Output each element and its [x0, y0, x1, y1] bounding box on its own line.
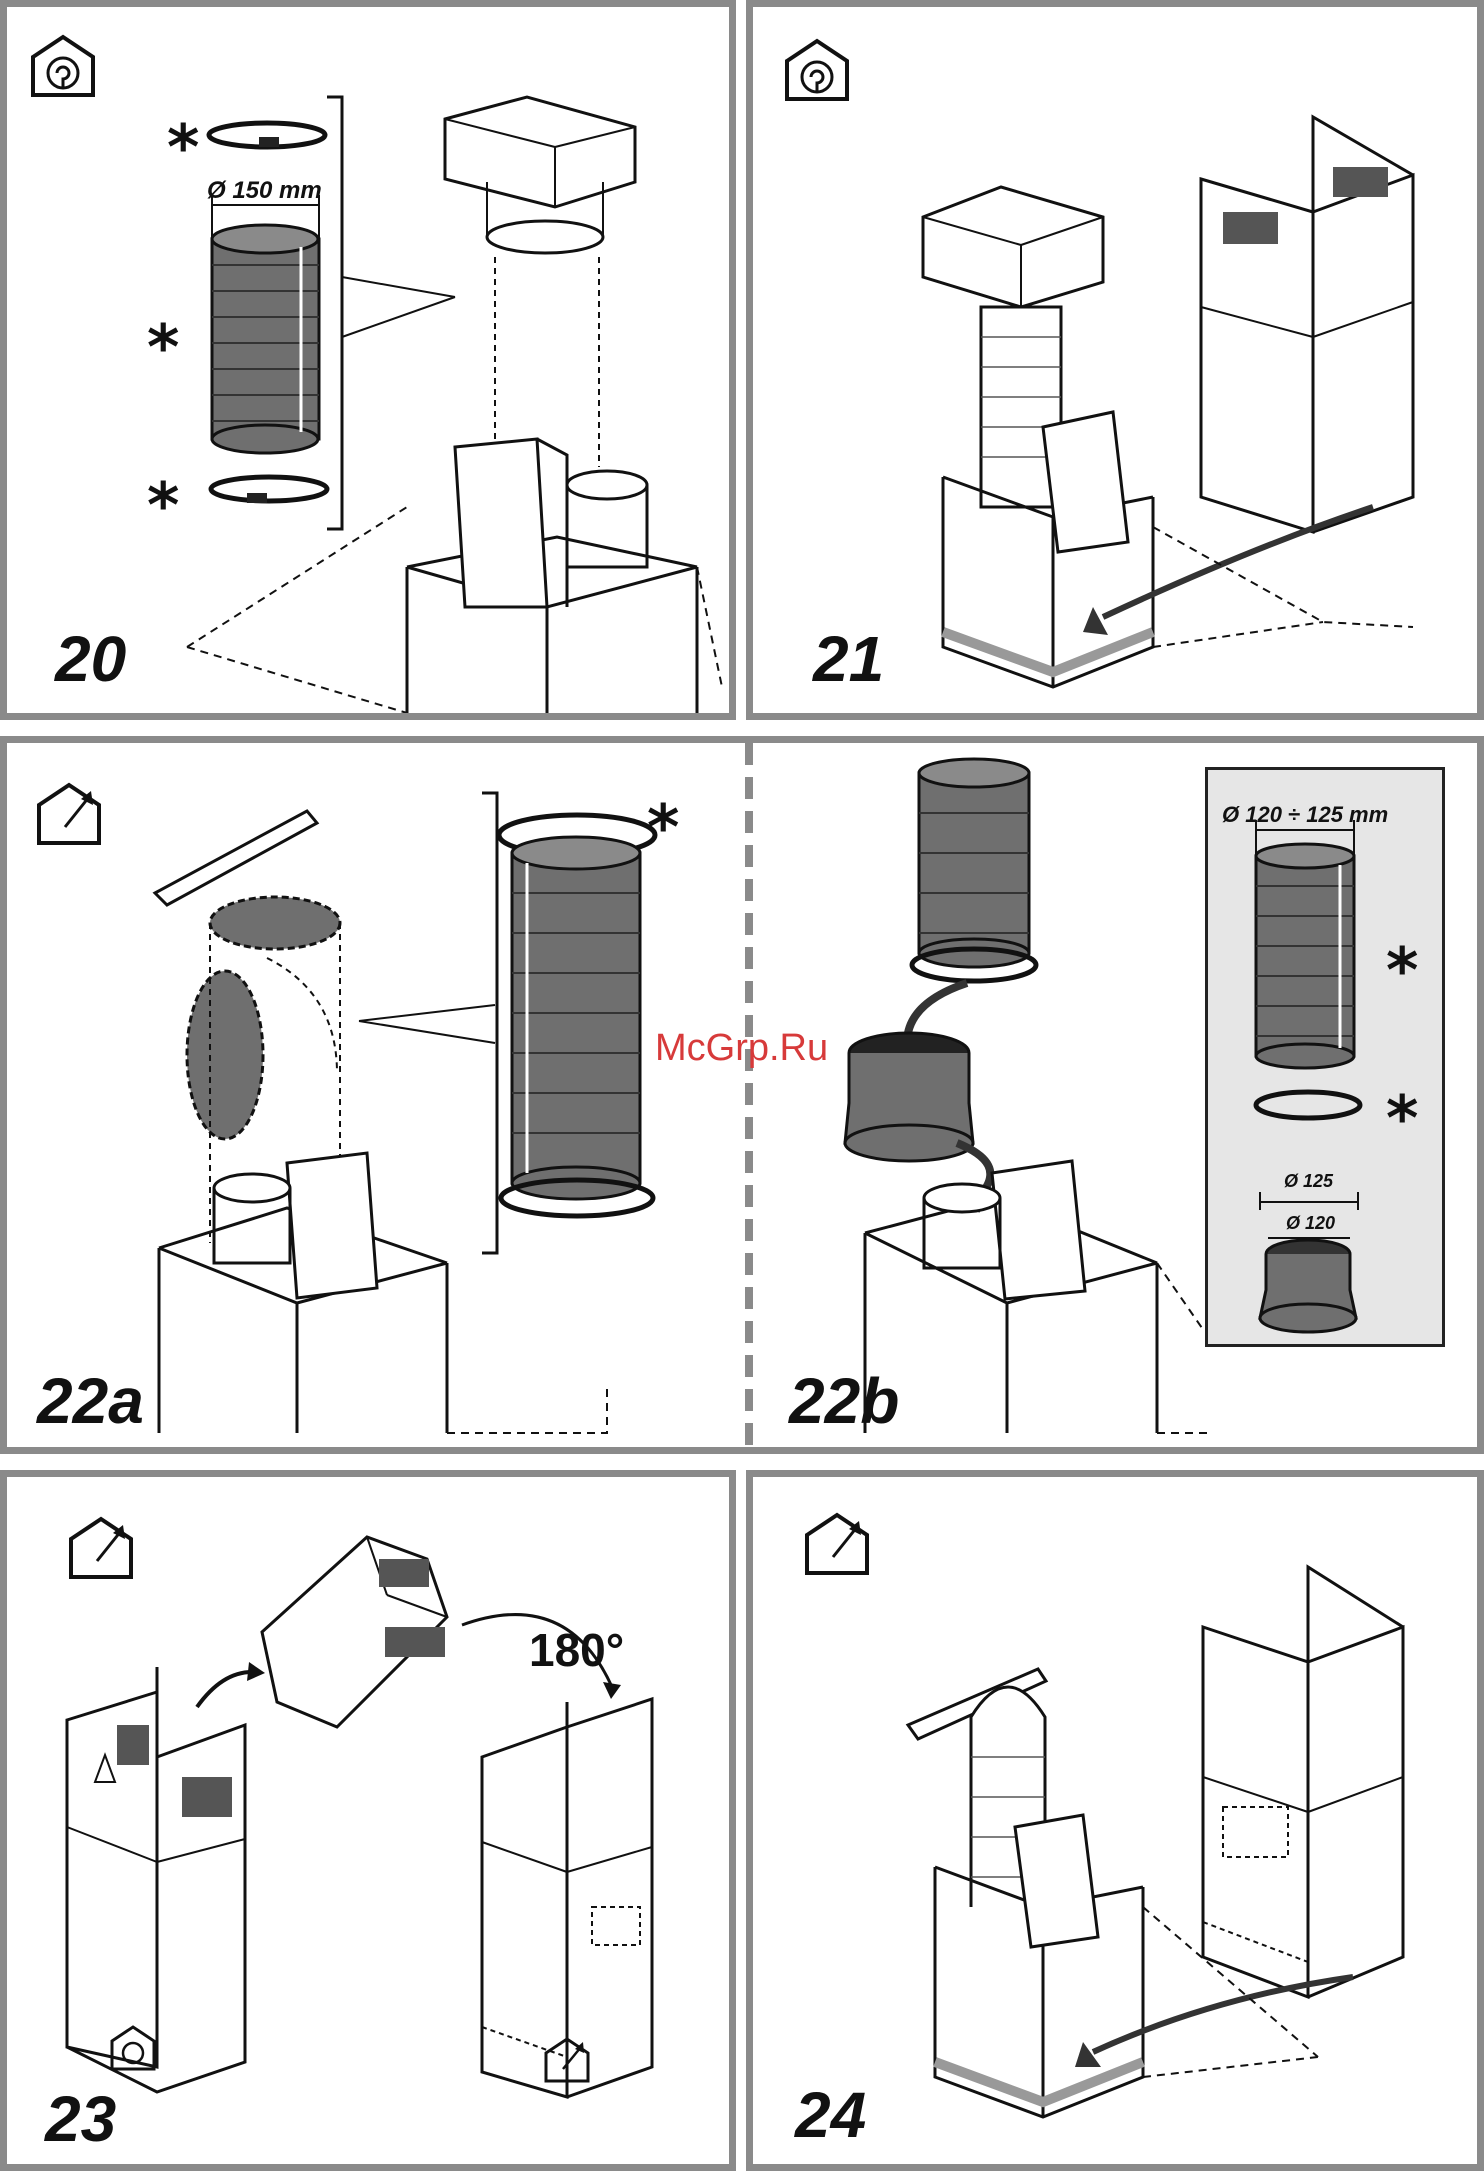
flexible-duct	[212, 225, 319, 453]
flexible-duct	[919, 759, 1029, 967]
exhaust-mode-icon	[807, 1515, 867, 1573]
reducer-adapter	[845, 1033, 973, 1161]
panel-step-24: 24	[746, 1470, 1484, 2171]
asterisk-mark: *	[647, 797, 679, 859]
panel-step-20: Ø 150 mm * * * 20	[0, 0, 736, 720]
duct-options-inset: Ø 120 ÷ 125 mm * * Ø 125 Ø 120	[1205, 767, 1445, 1347]
exhaust-mode-icon	[71, 1519, 131, 1577]
chimney-cover	[1201, 117, 1413, 532]
step-number: 23	[45, 2087, 116, 2151]
diameter-120-label: Ø 120	[1286, 1214, 1335, 1232]
duct-diameter-range-label: Ø 120 ÷ 125 mm	[1222, 804, 1388, 826]
step-number: 22b	[789, 1369, 899, 1433]
step-23-illustration	[7, 1477, 729, 2164]
step-number: 20	[55, 627, 126, 691]
rotation-angle-label: 180°	[529, 1627, 624, 1673]
asterisk-mark: *	[147, 317, 179, 379]
duct-diameter-label: Ø 150 mm	[207, 179, 322, 203]
recirculation-mode-icon	[33, 37, 93, 95]
diameter-125-label: Ø 125	[1284, 1172, 1333, 1190]
watermark: McGrp.Ru	[655, 1029, 828, 1067]
hood-body	[407, 439, 697, 713]
panel-step-23: 180° 23	[0, 1470, 736, 2171]
step-21-illustration	[753, 7, 1477, 713]
inset-illustration	[1208, 770, 1442, 1344]
asterisk-mark: *	[147, 475, 179, 537]
step-number: 24	[795, 2083, 866, 2147]
asterisk-mark: *	[1386, 940, 1418, 1002]
panel-step-22: Ø 120 ÷ 125 mm * * Ø 125 Ø 120 * McGrp.R…	[0, 736, 1484, 1454]
asterisk-mark: *	[167, 117, 199, 179]
asterisk-mark: *	[1386, 1088, 1418, 1150]
recirculation-mode-icon	[787, 41, 847, 99]
air-outlet-adapter	[445, 97, 635, 253]
step-number: 22a	[37, 1369, 144, 1433]
step-number: 21	[813, 627, 884, 691]
step-20-illustration	[7, 7, 729, 713]
step-24-illustration	[753, 1477, 1477, 2164]
exhaust-mode-icon	[39, 785, 99, 843]
panel-step-21: 21	[746, 0, 1484, 720]
flexible-duct	[512, 837, 640, 1199]
